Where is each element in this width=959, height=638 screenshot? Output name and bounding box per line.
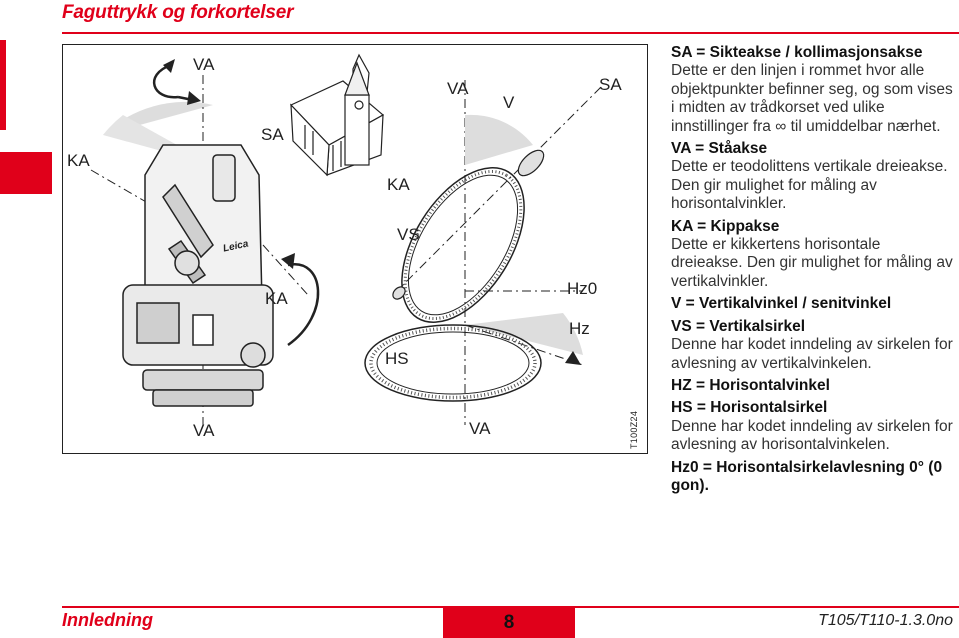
footer-section: Innledning [62, 610, 153, 630]
label-hz: Hz [569, 319, 590, 338]
label-va-bottom-right: VA [469, 419, 491, 438]
theodolite-body [122, 144, 274, 407]
definition-sa: SA = Sikteakse / kollimasjonsakse Dette … [671, 44, 956, 136]
church-illustration [289, 53, 385, 177]
figure-drawing [90, 53, 604, 430]
side-marker-tab [0, 152, 52, 194]
definition-term: Hz0 = Horisontalsirkelavlesning 0° (0 go… [671, 458, 943, 494]
theodolite-figure: KA VA SA KA VA VA V SA KA VS Hz0 Hz HS V… [62, 44, 648, 454]
sa-axis [392, 84, 604, 296]
definition-term: VA = Ståakse [671, 140, 768, 158]
side-marker-bar [0, 40, 6, 130]
label-ka-middle: KA [265, 289, 288, 308]
page-title: Faguttrykk og forkortelser [62, 2, 294, 23]
footer-doc-id: T105/T110-1.3.0no [818, 612, 953, 629]
label-sa-left: SA [261, 125, 284, 144]
definition-v: V = Vertikalvinkel / senitvinkel [671, 295, 956, 313]
definition-text: Denne har kodet inndeling av sirkelen fo… [671, 417, 953, 454]
definition-va: VA = Ståakse Dette er teodolittens verti… [671, 140, 956, 214]
definition-term: HZ = Horisontalvinkel [671, 376, 830, 394]
definition-term: VS = Vertikalsirkel [671, 317, 805, 335]
label-va-top-right: VA [447, 79, 469, 98]
horizontal-circle [364, 324, 542, 402]
definition-term: SA = Sikteakse / kollimasjonsakse [671, 44, 923, 61]
definition-text: Denne har kodet inndeling av sirkelen fo… [671, 336, 953, 372]
label-ka-left: KA [67, 151, 90, 170]
definition-text: Dette er teodolittens vertikale dreieaks… [671, 158, 948, 213]
definition-term: HS = Horisontalsirkel [671, 399, 828, 417]
definition-hz0: Hz0 = Horisontalsirkelavlesning 0° (0 go… [671, 459, 956, 496]
label-hz0: Hz0 [567, 279, 598, 298]
definition-text: Dette er den linjen i rommet hvor alle o… [671, 62, 953, 135]
label-sa-right: SA [599, 75, 622, 94]
label-va-top-left: VA [193, 55, 215, 74]
definition-term: V = Vertikalvinkel / senitvinkel [671, 295, 892, 313]
figure-code: T100Z24 [629, 410, 639, 449]
definition-ka: KA = Kippakse Dette er kikkertens horiso… [671, 218, 956, 292]
vertical-circle [401, 167, 525, 323]
label-va-bottom-left: VA [193, 421, 215, 440]
label-ka-right: KA [387, 175, 410, 194]
label-vs: VS [397, 225, 420, 244]
definition-text: Dette er kikkertens horisontale dreieaks… [671, 236, 953, 290]
definition-term: KA = Kippakse [671, 217, 780, 235]
definition-vs: VS = Vertikalsirkel Denne har kodet innd… [671, 318, 956, 373]
title-rule [62, 32, 959, 34]
page-number: 8 [443, 607, 575, 638]
definition-hs: HS = Horisontalsirkel Denne har kodet in… [671, 399, 956, 454]
definitions-list: SA = Sikteakse / kollimasjonsakse Dette … [671, 44, 956, 499]
label-v: V [503, 93, 515, 112]
definition-hz: HZ = Horisontalvinkel [671, 377, 956, 395]
label-hs: HS [385, 349, 409, 368]
